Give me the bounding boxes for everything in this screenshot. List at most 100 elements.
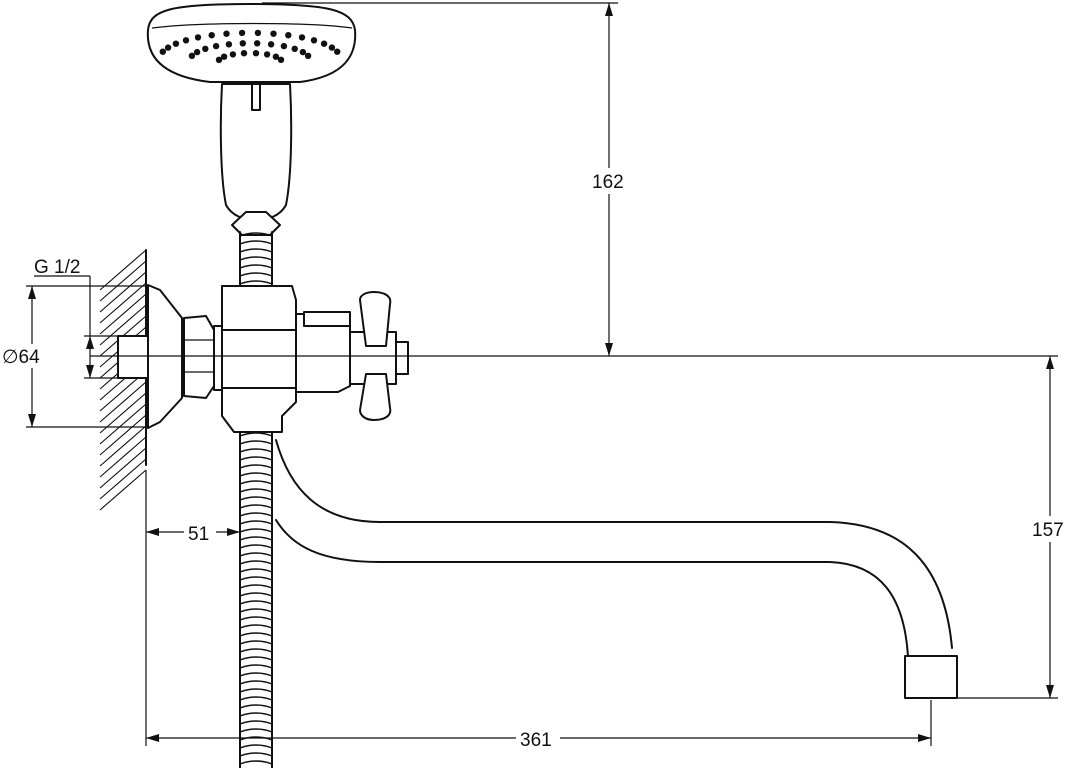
wall: [99, 249, 147, 511]
hose-coil: [239, 488, 273, 493]
nozzle: [240, 50, 248, 57]
shower-head: [146, 3, 357, 236]
nozzle: [208, 32, 215, 39]
hose-coil: [239, 680, 273, 685]
hose-coil: [239, 744, 273, 749]
hatch-line: [99, 436, 147, 478]
hose-coil: [239, 712, 273, 717]
hose-coil: [239, 632, 273, 637]
hose-coil: [239, 696, 273, 701]
dim-label-162: 162: [592, 172, 624, 193]
hose-coil: [239, 760, 273, 765]
nozzle: [193, 48, 201, 56]
hose-coil: [239, 560, 273, 565]
hose-coil: [239, 592, 273, 597]
hose-coil: [239, 728, 273, 733]
wall-hatching: [99, 249, 147, 511]
cross-handle: [359, 291, 392, 421]
hose-coil: [239, 576, 273, 581]
nozzle: [334, 48, 341, 55]
nozzle: [270, 30, 277, 37]
nozzle: [298, 34, 306, 41]
hose-coil: [239, 520, 273, 525]
hose-coil: [239, 512, 273, 517]
nozzle: [299, 48, 307, 56]
hatch-line: [99, 381, 147, 423]
hatch-line: [99, 304, 147, 346]
nozzle: [304, 52, 312, 59]
dimension-lines: [26, 2, 1058, 746]
hose-coil: [239, 664, 273, 669]
nozzle: [267, 41, 275, 48]
hose-coil: [239, 280, 273, 285]
nozzle: [328, 44, 336, 51]
hose-coil: [239, 616, 273, 621]
hose-coil: [239, 704, 273, 709]
hose-coil: [239, 440, 273, 445]
nozzle: [239, 40, 246, 47]
hatch-line: [99, 271, 147, 313]
hose-coil: [239, 480, 273, 485]
dim-label-361: 361: [520, 730, 552, 751]
hose-coil: [239, 648, 273, 653]
hose-coil: [239, 720, 273, 725]
nozzle: [172, 40, 180, 47]
dim-label-thread: G 1/2: [34, 257, 80, 278]
nozzle: [188, 52, 196, 59]
hatch-line: [99, 293, 147, 335]
hose-coil: [239, 688, 273, 693]
hose-coil: [239, 536, 273, 541]
hatch-line: [99, 447, 147, 489]
nozzle: [164, 44, 172, 51]
hose-coil: [239, 656, 273, 661]
hose-coil: [239, 272, 273, 277]
nozzle: [291, 45, 298, 52]
hose-coil: [239, 672, 273, 677]
hose-coil: [239, 248, 273, 253]
nozzle: [320, 40, 328, 47]
hose-coil: [239, 448, 273, 453]
hose-coil: [239, 256, 273, 261]
hose-coil: [239, 264, 273, 269]
hose-coil: [239, 752, 273, 757]
hatch-line: [99, 282, 147, 324]
nozzle: [202, 45, 209, 52]
nozzle: [263, 51, 271, 58]
nozzle: [182, 37, 190, 44]
dim-label-157: 157: [1032, 520, 1064, 541]
valve-body: [221, 285, 409, 433]
hose-coil: [239, 464, 273, 469]
shower-nozzles: [159, 29, 341, 63]
nozzle: [272, 53, 280, 60]
hose-coil: [239, 504, 273, 509]
hatch-line: [99, 260, 147, 302]
hose-coil: [239, 608, 273, 613]
hose-coil: [239, 584, 273, 589]
nozzle: [285, 32, 292, 39]
hatch-line: [99, 458, 147, 500]
hose-coil: [239, 736, 273, 741]
nozzle: [277, 56, 285, 63]
nozzle: [238, 29, 246, 37]
hatch-line: [99, 469, 147, 511]
hose-coil: [239, 568, 273, 573]
hose-coil: [239, 456, 273, 461]
nozzle: [220, 53, 228, 60]
hose-coil: [239, 624, 273, 629]
hatch-line: [99, 414, 147, 456]
hose-coil: [239, 232, 273, 237]
nozzle: [212, 42, 220, 50]
nozzle: [252, 50, 260, 57]
hose-coil: [239, 496, 273, 501]
nozzle: [223, 30, 230, 37]
hatch-line: [99, 249, 147, 291]
nozzle: [194, 34, 202, 41]
dim-label-51: 51: [188, 524, 209, 545]
nozzle: [229, 51, 237, 58]
hatch-line: [99, 392, 147, 434]
nozzle: [310, 37, 318, 44]
hose-coil: [239, 552, 273, 557]
hose-coil: [239, 432, 273, 437]
nozzle: [225, 41, 233, 48]
